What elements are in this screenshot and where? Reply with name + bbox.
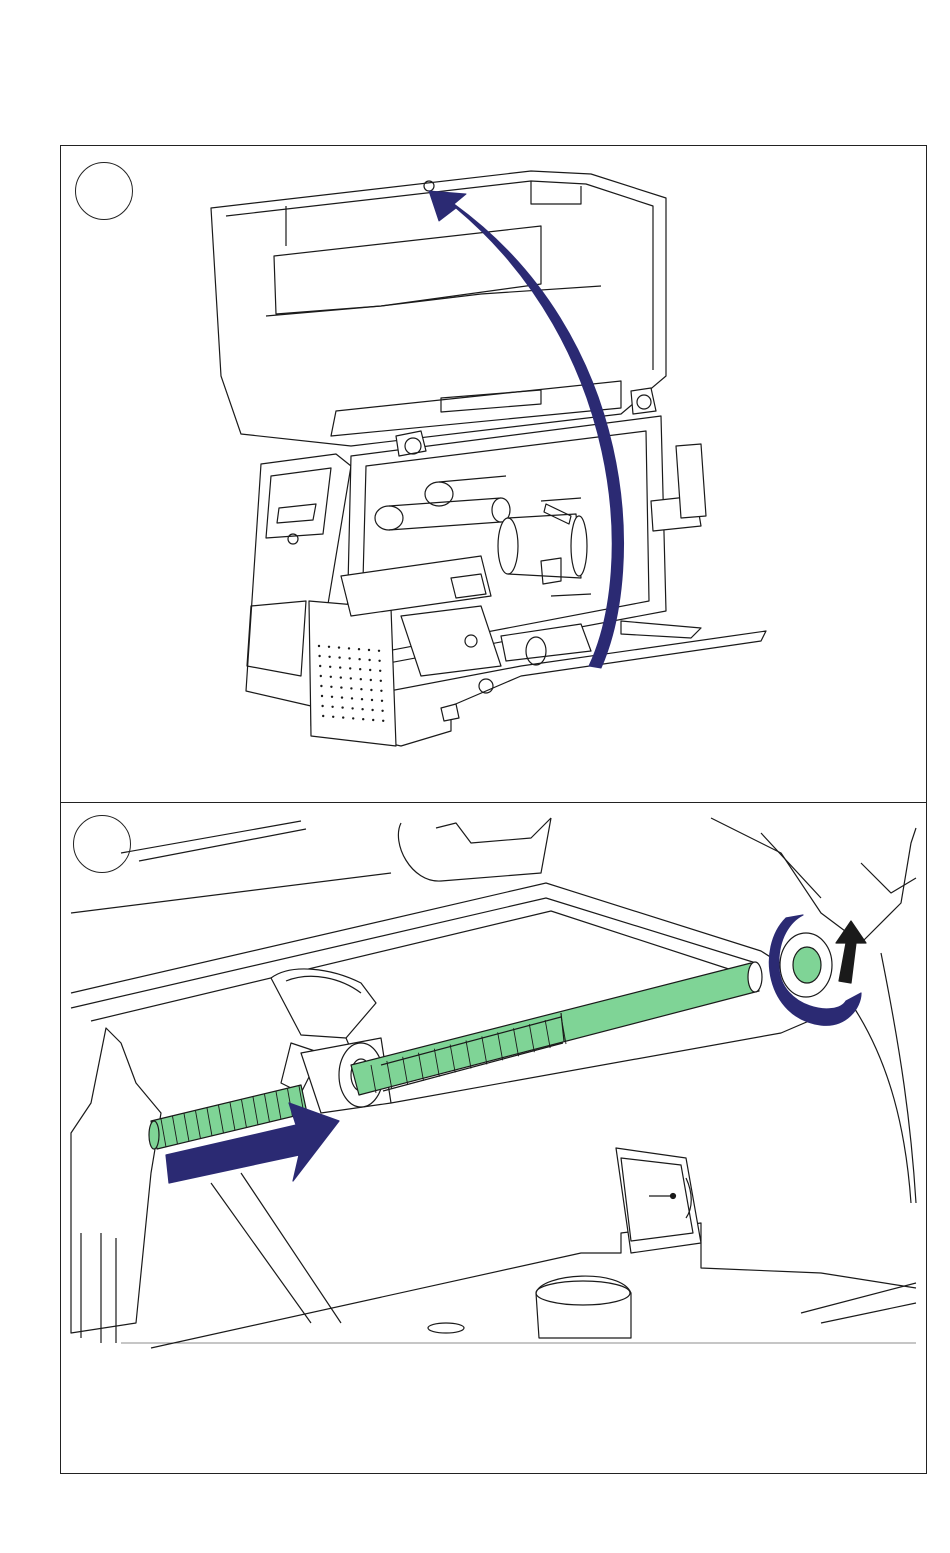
flap-dot	[359, 668, 361, 670]
flap-dot	[382, 720, 384, 722]
flap-dot	[318, 655, 320, 657]
flap-dot	[320, 675, 322, 677]
flap-dot	[350, 677, 352, 679]
flap-dot	[371, 709, 373, 711]
flap-dot	[380, 680, 382, 682]
flap-dot	[331, 696, 333, 698]
flap-dot	[368, 659, 370, 661]
flap-dot	[379, 670, 381, 672]
flap-dot	[319, 665, 321, 667]
step-2-panel	[60, 802, 927, 1474]
flap-dot	[381, 700, 383, 702]
flap-dot	[339, 666, 341, 668]
step-1-panel	[60, 145, 927, 803]
flap-dot	[331, 706, 333, 708]
flap-dot	[320, 685, 322, 687]
flap-dot	[361, 708, 363, 710]
ribbon-supply-spindle	[149, 933, 832, 1149]
flap-dot	[370, 679, 372, 681]
flap-dot	[380, 690, 382, 692]
flap-dot	[338, 656, 340, 658]
flap-dot	[370, 689, 372, 691]
flap-dot	[321, 705, 323, 707]
flap-dot	[362, 718, 364, 720]
flap-dot	[318, 645, 320, 647]
base-plate	[121, 1148, 916, 1348]
flap-dot	[330, 686, 332, 688]
flap-dot	[328, 646, 330, 648]
flap-dot	[358, 658, 360, 660]
flap-dot	[322, 715, 324, 717]
flap-dot	[321, 695, 323, 697]
flap-dot	[349, 667, 351, 669]
flap-dot	[350, 687, 352, 689]
flap-dot	[371, 699, 373, 701]
flap-dot	[369, 669, 371, 671]
flap-dot	[372, 719, 374, 721]
flap-dot	[368, 649, 370, 651]
flap-dot	[341, 696, 343, 698]
flap-dot	[351, 697, 353, 699]
flap-dot	[330, 676, 332, 678]
flap-dot	[341, 706, 343, 708]
flap-dot	[348, 657, 350, 659]
flap-dot	[342, 716, 344, 718]
flap-dot	[351, 707, 353, 709]
rotate-knob-arrowhead	[836, 921, 866, 983]
flap-dot	[360, 688, 362, 690]
ribbon-supply-spindle-illustration	[61, 803, 927, 1474]
flap-dot	[332, 716, 334, 718]
flap-dot	[329, 666, 331, 668]
front-flap-dots	[61, 146, 927, 803]
flap-dot	[360, 678, 362, 680]
flap-dot	[338, 646, 340, 648]
flap-dot	[348, 647, 350, 649]
flap-dot	[340, 686, 342, 688]
flap-dot	[340, 676, 342, 678]
flap-dot	[361, 698, 363, 700]
flap-dot	[328, 656, 330, 658]
flap-dot	[378, 660, 380, 662]
flap-dot	[378, 650, 380, 652]
flap-dot	[358, 648, 360, 650]
flap-dot	[352, 717, 354, 719]
flap-dot	[381, 710, 383, 712]
